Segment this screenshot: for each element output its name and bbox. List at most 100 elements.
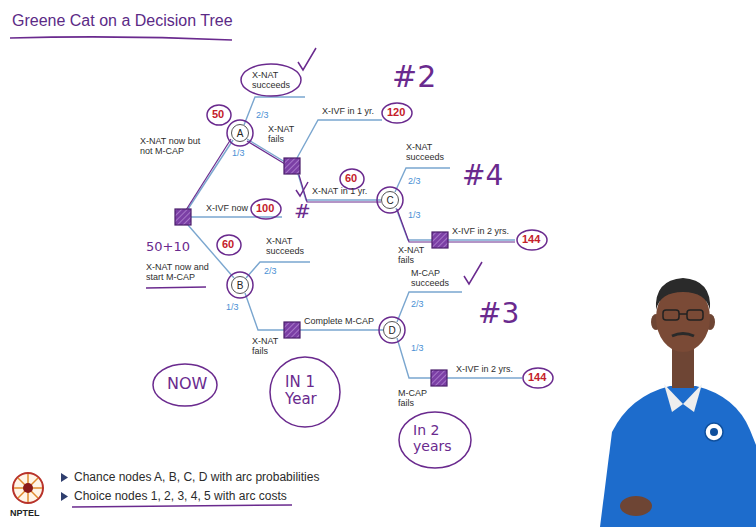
hand-underline: [72, 505, 292, 507]
arc-label: X-NAT fails: [252, 336, 288, 357]
bullet-marker: [61, 473, 68, 482]
logo-center: [23, 483, 33, 493]
node-letter: B: [237, 280, 244, 291]
cost-number: 60: [222, 238, 234, 251]
choice-square: [284, 158, 300, 174]
handwritten-note: #: [294, 200, 311, 223]
handwritten-note: IN 1 Year: [285, 374, 331, 409]
handwritten-note: #3: [478, 298, 519, 330]
lecturer-collar: [683, 384, 702, 412]
arc-label: X-IVF in 2 yrs.: [452, 226, 509, 236]
cost-number: 50: [212, 108, 224, 121]
highlight-stroke: [397, 209, 432, 242]
cost-number: 144: [528, 371, 546, 384]
hand-circle: [379, 317, 405, 343]
hand-circle: [377, 187, 403, 213]
handwritten-note: #4: [462, 160, 503, 192]
arc-label: X-IVF in 1 yr.: [322, 106, 374, 116]
choice-square: [431, 370, 447, 386]
shirt-badge: [705, 423, 723, 441]
lecturer-collar: [664, 384, 683, 412]
arc-label: M-CAP succeeds: [411, 268, 457, 289]
arc-label: X-NAT now and start M-CAP: [146, 262, 216, 283]
check-mark: [296, 182, 308, 196]
hand-circle: [227, 272, 253, 298]
arc-label: X-NAT succeeds: [266, 236, 308, 257]
tree-branch: [300, 329, 383, 330]
probability: 1/3: [411, 343, 424, 353]
tree-branch: [447, 377, 522, 378]
bullet-marker: [61, 492, 68, 501]
hand-circle: [517, 230, 547, 250]
handwritten-note: #2: [392, 60, 436, 95]
cost-number: 60: [345, 172, 357, 185]
highlight-stroke: [247, 141, 285, 164]
tree-branch: [246, 262, 310, 278]
hand-circle: [217, 235, 241, 255]
lecturer-glasses: [687, 310, 703, 320]
probability: 1/3: [408, 210, 421, 220]
probability: 1/3: [226, 302, 239, 312]
arc-label: X-NAT fails: [398, 245, 434, 266]
handwritten-note: In 2 years: [413, 422, 463, 454]
tree-branch: [297, 120, 382, 158]
hand-circle: [399, 412, 471, 468]
highlight-stroke: [448, 241, 515, 242]
hand-circle: [251, 199, 281, 219]
slide-title: Greene Cat on a Decision Tree: [12, 12, 233, 30]
arc-label: Complete M-CAP: [304, 316, 374, 326]
choice-square: [432, 232, 448, 248]
hand-circle: [523, 368, 553, 388]
lecturer-neck: [672, 348, 694, 388]
chance-node: B: [231, 276, 249, 294]
bullet-text: Choice nodes 1, 2, 3, 4, 5 with arc cost…: [74, 490, 287, 504]
hand-underline: [146, 287, 206, 288]
arc-label: X-NAT fails: [268, 124, 304, 145]
title-underline: [10, 37, 232, 40]
arc-label: M-CAP fails: [398, 388, 438, 409]
logo-rays: [14, 474, 42, 502]
tree-branch: [396, 208, 432, 240]
cost-number: 100: [256, 202, 274, 215]
hand-circle: [382, 103, 412, 123]
choice-square: [284, 322, 300, 338]
lecturer-glasses: [663, 310, 679, 320]
hand-circle: [227, 120, 253, 146]
lecturer-glasses: [679, 313, 687, 315]
hand-circle: [270, 357, 340, 427]
arc-label: X-IVF in 2 yrs.: [456, 364, 513, 374]
probability: 2/3: [411, 299, 424, 309]
chance-node: C: [381, 191, 399, 209]
arc-label: X-NAT now but not M-CAP: [140, 136, 206, 157]
logo-text: NPTEL: [10, 508, 40, 518]
logo-ring: [13, 473, 43, 503]
tree-branch: [395, 168, 450, 192]
tree-branch: [397, 292, 462, 322]
chance-node: A: [231, 124, 249, 142]
hand-circle: [153, 364, 217, 406]
hand-circle: [207, 105, 231, 125]
chance-node: D: [383, 321, 401, 339]
probability: 1/3: [232, 148, 245, 158]
tree-branch: [191, 216, 282, 217]
tree-branch: [448, 239, 515, 240]
arc-label: X-NAT in 1 yr.: [312, 186, 367, 196]
bullet-text: Chance nodes A, B, C, D with arc probabi…: [74, 471, 319, 485]
hand-circle: [241, 64, 301, 96]
shirt-badge: [710, 428, 718, 436]
tree-branch: [245, 293, 284, 330]
probability: 2/3: [408, 176, 421, 186]
node-letter: A: [237, 128, 244, 139]
arc-label: X-NAT succeeds: [252, 70, 294, 91]
tree-branch: [188, 140, 233, 209]
lecturer-hair: [656, 278, 710, 310]
probability: 2/3: [264, 266, 277, 276]
handwritten-note: NOW: [167, 375, 207, 393]
node-letter: D: [388, 325, 395, 336]
arc-label: X-IVF now: [206, 203, 248, 213]
highlight-stroke: [186, 139, 231, 210]
tree-branch: [397, 338, 431, 378]
arc-label: X-NAT succeeds: [406, 142, 448, 163]
probability: 2/3: [256, 110, 269, 120]
